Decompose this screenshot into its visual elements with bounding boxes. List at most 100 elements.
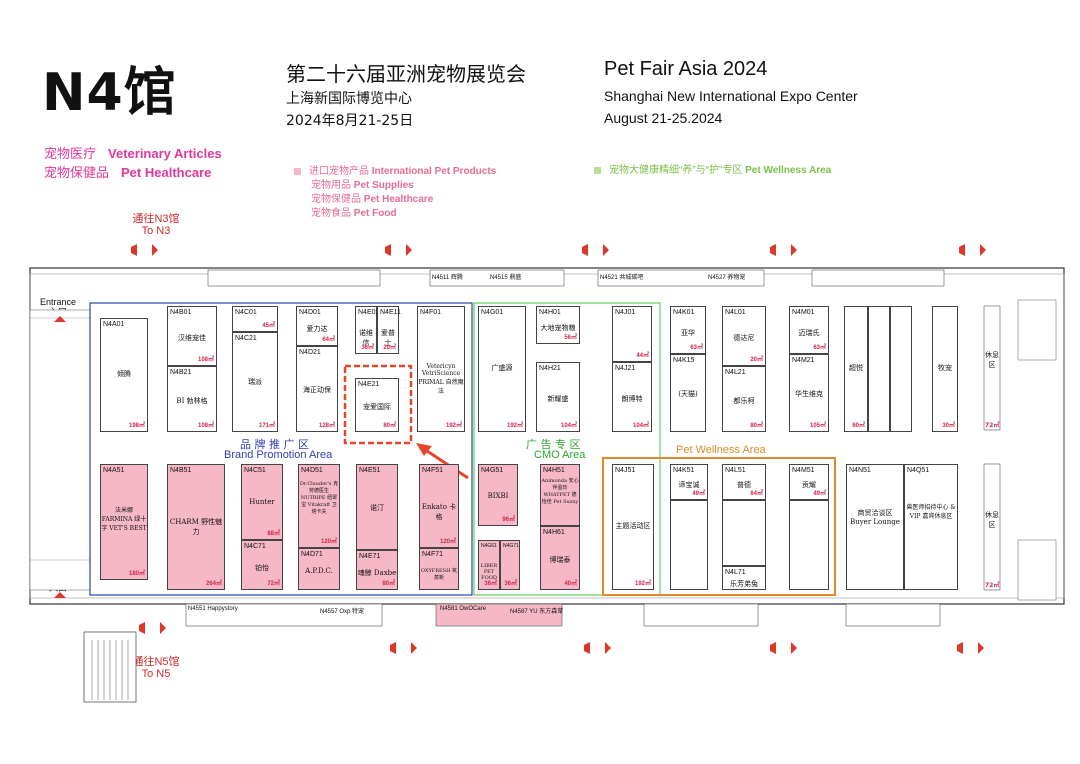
booth-cluster-n-2[interactable] xyxy=(890,306,912,432)
edge-bottom-label-1[interactable]: N4551 Happystory xyxy=(188,606,238,612)
booth-cluster-m[interactable] xyxy=(789,500,829,590)
booth-N4L01[interactable]: N4L01 德达尼 20㎡ xyxy=(722,306,766,366)
booth-N4K01[interactable]: N4K01 亚华 63㎡ xyxy=(670,306,706,354)
booth-N4C51[interactable]: N4C51 Hunter 88㎡ xyxy=(241,464,283,540)
booth-N4L51[interactable]: N4L51 普德 64㎡ xyxy=(722,464,766,500)
booth-id: N4A01 xyxy=(103,321,125,328)
booth-N4L71[interactable]: N4L71 乐芳弟兔 xyxy=(722,566,766,590)
booth-area: 120㎡ xyxy=(439,539,456,545)
booth-N4C21[interactable]: N4C21 瑞派 171㎡ xyxy=(232,332,278,432)
edge-top-label-4[interactable]: N4527 养物宠 xyxy=(708,272,745,281)
booth-N4B01[interactable]: N4B01 汉维宠佳 108㎡ xyxy=(167,306,217,366)
booth-N4E71[interactable]: N4E71 魂鲸 Daxbe 80㎡ xyxy=(356,550,398,590)
booth-N4E01[interactable]: N4E01 诺维信 36㎡ xyxy=(355,306,380,354)
rest-area-bottom xyxy=(983,463,1001,591)
booth-name: 商贸洽谈区 Buyer Lounge xyxy=(850,509,900,527)
booth-N4K51[interactable]: N4K51 谛宝诚 49㎡ xyxy=(670,464,708,500)
booth-N4B51[interactable]: N4B51 CHARM 野性魅力 264㎡ xyxy=(167,464,225,590)
legend-supplies-cn: 宠物用品 xyxy=(311,180,351,191)
rest-area-bottom-label: 休息区 xyxy=(985,510,999,530)
booth-area: 40㎡ xyxy=(564,581,577,587)
booth-N4N01[interactable]: 超悦 60㎡ xyxy=(844,306,868,432)
edge-bottom-label-3[interactable]: N4581 OwOCare xyxy=(440,606,486,612)
booth-N4A01[interactable]: N4A01 倾腾 198㎡ xyxy=(100,318,148,432)
booth-id: N4G71 xyxy=(503,543,519,549)
booth-area: 80㎡ xyxy=(750,423,763,429)
highlight-arrow-head xyxy=(416,443,432,456)
booth-N4G71[interactable]: N4G71 36㎡ xyxy=(500,540,520,590)
booth-N4J21[interactable]: N4J21 朗博特 104㎡ xyxy=(612,362,652,432)
booth-N4H01[interactable]: N4H01 大地宠物粮 56㎡ xyxy=(536,306,580,344)
brand-zone-label-cn: 品 牌 推 广 区 xyxy=(240,438,309,451)
booth-N4D71[interactable]: N4D71 A.P.D.C. xyxy=(298,548,340,590)
booth-N4G01[interactable]: N4G01 广盛源 192㎡ xyxy=(478,306,526,432)
edge-stalls-bottom xyxy=(185,603,941,627)
booth-cluster-n-1[interactable] xyxy=(868,306,890,432)
edge-top-label-1[interactable]: N4511 辉腾 xyxy=(432,272,463,281)
booth-N4C71[interactable]: N4C71 铂怡 72㎡ xyxy=(241,540,283,590)
legend-intl: 进口宠物产品 International Pet Products xyxy=(294,162,496,177)
booth-area: 108㎡ xyxy=(197,423,214,429)
booth-area: 64㎡ xyxy=(322,337,335,343)
category-vet-cn: 宠物医疗 xyxy=(44,146,97,161)
booth-name: 诺维信 xyxy=(359,328,373,347)
edge-top-label-2[interactable]: N4515 鼎盛 xyxy=(490,272,521,281)
booth-N4H51[interactable]: N4H51 Animonda 安心伴盈珍 WHATPET 德怡佳 Pet Sux… xyxy=(540,464,580,526)
booth-N4L21[interactable]: N4L21 都乐柯 80㎡ xyxy=(722,366,766,432)
booth-N4E11[interactable]: N4E11 爱普士 20㎡ xyxy=(377,306,401,354)
highlight-arrow xyxy=(423,447,469,480)
booth-N4F71[interactable]: N4F71 OXYFRESH 氧蒸新 xyxy=(419,548,459,590)
booth-area: 63㎡ xyxy=(813,345,826,351)
booth-N4A51[interactable]: N4A51 法米娜 FARMINA 绿十字 VET'S BEST 180㎡ xyxy=(100,464,148,580)
booth-name: 诺汀 xyxy=(370,503,384,512)
booth-N4D51[interactable]: N4D51 Dr.Clauder's 克劳德医生 NUTRIPE 纽翠宝 Vit… xyxy=(298,464,340,548)
nav-to-n3[interactable]: 通往N3馆 To N3 xyxy=(126,213,186,237)
booth-N4J01[interactable]: N4J01 44㎡ xyxy=(612,306,652,362)
booth-area: 49㎡ xyxy=(692,491,705,497)
booth-name: Animonda 安心伴盈珍 WHATPET 德怡佳 Pet Suxxy xyxy=(541,478,579,505)
booth-N4M21[interactable]: N4M21 华生维克 105㎡ xyxy=(789,354,829,432)
right-structure-bottom xyxy=(1017,539,1057,601)
booth-area: 171㎡ xyxy=(258,423,275,429)
booth-N4N51[interactable]: N4N51 商贸洽谈区 Buyer Lounge xyxy=(846,464,904,590)
booth-N4K15[interactable]: N4K15 (天猫) xyxy=(670,354,706,432)
edge-bottom-label-2[interactable]: N4557 Oxp 特宠 xyxy=(320,606,364,615)
booth-id: N4D21 xyxy=(299,349,321,356)
booth-N4F01[interactable]: N4F01 Vetericyn VetriScience PRIMAL 自然魔法… xyxy=(417,306,465,432)
booth-id: N4F71 xyxy=(422,551,444,558)
entrance-top-en: Entrance xyxy=(39,297,77,307)
edge-booth-name: Happystory xyxy=(207,606,238,612)
booth-N4B21[interactable]: N4B21 BI 勃林格 108㎡ xyxy=(167,366,217,432)
booth-area: 192㎡ xyxy=(445,423,462,429)
booth-N4Q01[interactable]: 牧宠 30㎡ xyxy=(932,306,958,432)
booth-cluster-k[interactable] xyxy=(670,500,708,590)
booth-N4M51[interactable]: N4M51 贡耀 49㎡ xyxy=(789,464,829,500)
brand-zone-outline xyxy=(89,302,473,596)
booth-N4D01[interactable]: N4D01 爱力达 64㎡ xyxy=(296,306,338,346)
booth-name: 新耀盛 xyxy=(547,394,569,403)
booth-id: N4L01 xyxy=(725,309,746,316)
edge-top-label-3[interactable]: N4521 共城碳吧 xyxy=(600,272,643,281)
legend-supplies-en: Pet Supplies xyxy=(353,180,414,191)
booth-N4G61[interactable]: N4G61 LIBER PET FOOD 36㎡ xyxy=(478,540,500,590)
booth-N4J51[interactable]: N4J51 主题活动区 192㎡ xyxy=(612,464,654,590)
nav-to-n5[interactable]: 通往N5馆 To N5 xyxy=(126,656,186,680)
booth-N4F51[interactable]: N4F51 Enkato 卡格 120㎡ xyxy=(419,464,459,548)
booth-N4C01[interactable]: N4C01 45㎡ xyxy=(232,306,278,332)
edge-booth-id: N4527 xyxy=(708,275,726,281)
booth-id: N4B01 xyxy=(170,309,192,316)
booth-N4M01[interactable]: N4M01 迈瑞氏 63㎡ xyxy=(789,306,829,354)
edge-bottom-label-4[interactable]: N4587 YU 东方森草 xyxy=(510,606,563,615)
booth-N4E51[interactable]: N4E51 诺汀 xyxy=(356,464,398,550)
booth-name: 迈瑞氏 xyxy=(798,328,820,337)
booth-name: 法米娜 FARMINA 绿十字 VET'S BEST xyxy=(101,506,147,532)
booth-N4D21[interactable]: N4D21 海正动保 128㎡ xyxy=(296,346,338,432)
booth-N4E21[interactable]: N4E21 宠爱国际 80㎡ xyxy=(355,378,399,432)
wellness-zone-label: Pet Wellness Area xyxy=(676,444,766,456)
booth-cluster-l[interactable] xyxy=(722,500,766,566)
booth-id: N4E01 xyxy=(358,309,380,316)
booth-N4H61[interactable]: N4H61 博瑞泰 40㎡ xyxy=(540,526,580,590)
booth-N4H21[interactable]: N4H21 新耀盛 104㎡ xyxy=(536,362,580,432)
booth-N4G51[interactable]: N4G51 BIXBI 96㎡ xyxy=(478,464,518,526)
booth-N4Q51[interactable]: N4Q51 兽医师招待中心 & VIP 嘉宾休息区 xyxy=(904,464,958,590)
